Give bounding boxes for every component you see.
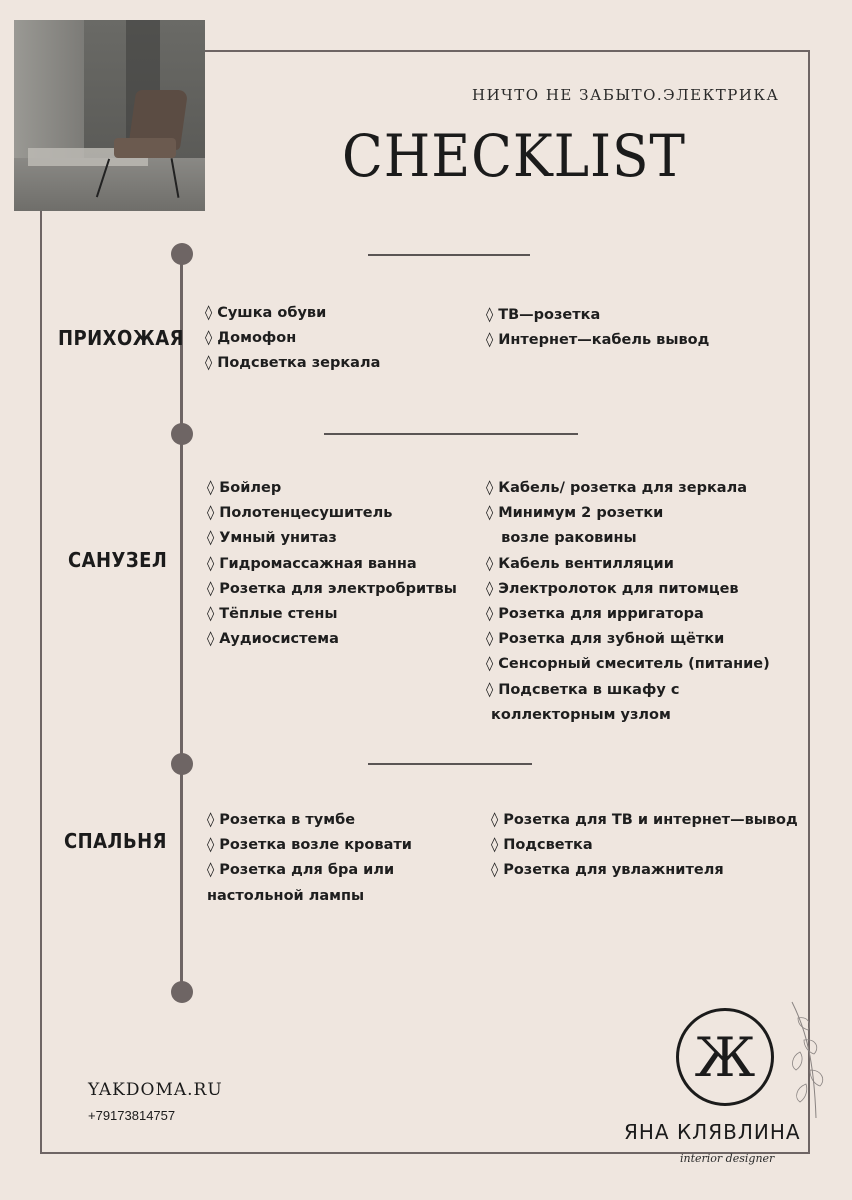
page-frame <box>40 50 810 1154</box>
list-item: ◊ Сенсорный смеситель (питание) <box>486 656 770 673</box>
page-subtitle: НИЧТО НЕ ЗАБЫТО.ЭЛЕКТРИКА <box>472 86 780 104</box>
list-item: настольной лампы <box>207 887 365 904</box>
timeline-dot <box>171 981 193 1003</box>
list-item: ◊ Розетка для электробритвы <box>207 580 457 597</box>
timeline-line <box>180 254 183 994</box>
room-title-bathroom: САНУЗЕЛ <box>68 548 168 572</box>
list-item: ◊ Сушка обуви <box>205 305 327 321</box>
room-title-hallway: ПРИХОЖАЯ <box>58 326 184 350</box>
list-item: коллекторным узлом <box>486 706 671 723</box>
list-item: ◊ Розетка для ТВ и интернет—вывод <box>491 812 798 828</box>
list-item: ◊ Розетка возле кровати <box>207 837 412 854</box>
leaf-branch-icon <box>791 1001 824 1119</box>
section-divider <box>368 763 532 765</box>
timeline-dot <box>171 243 193 265</box>
list-item: ◊ Розетка для ирригатора <box>486 606 704 623</box>
bathroom-list-left: ◊ Бойлер ◊ Полотенцесушитель ◊ Умный уни… <box>207 476 457 652</box>
website-link[interactable]: YAKDOMA.RU <box>88 1080 223 1100</box>
list-item: ◊ Аудиосистема <box>207 631 339 648</box>
list-item: возле раковины <box>486 530 637 547</box>
list-item: ◊ Кабель вентилляции <box>486 555 674 572</box>
brand-logo: Ж <box>676 1008 774 1106</box>
list-item: ◊ Электролоток для питомцев <box>486 580 739 597</box>
list-item: ◊ Тёплые стены <box>207 606 338 623</box>
list-item: ◊ Подсветка зеркала <box>205 355 381 372</box>
list-item: ◊ Подсветка в шкафу с <box>486 681 680 698</box>
hallway-list-right: ◊ ТВ—розетка ◊ Интернет—кабель вывод <box>486 303 709 353</box>
brand-role: interior designer <box>680 1152 775 1165</box>
section-divider <box>324 433 578 435</box>
list-item: ◊ Подсветка <box>491 837 593 854</box>
list-item: ◊ Полотенцесушитель <box>207 505 393 522</box>
list-item: ◊ Розетка для бра или <box>207 862 395 879</box>
bathroom-list-right: ◊ Кабель/ розетка для зеркала ◊ Минимум … <box>486 476 770 728</box>
bedroom-list-left: ◊ Розетка в тумбе ◊ Розетка возле кроват… <box>207 808 412 909</box>
list-item: ◊ Розетка для зубной щётки <box>486 631 725 648</box>
list-item: ◊ Домофон <box>205 330 297 347</box>
interior-photo <box>14 20 205 211</box>
section-divider <box>368 254 530 256</box>
list-item: ◊ Розетка для увлажнителя <box>491 862 724 879</box>
phone-number[interactable]: +79173814757 <box>88 1108 176 1123</box>
room-title-bedroom: СПАЛЬНЯ <box>64 829 167 853</box>
page-title: CHECKLIST <box>342 122 686 190</box>
list-item: ◊ Умный унитаз <box>207 530 337 547</box>
list-item: ◊ Интернет—кабель вывод <box>486 332 710 349</box>
timeline-dot <box>171 753 193 775</box>
list-item: ◊ Минимум 2 розетки <box>486 505 664 522</box>
hallway-list-left: ◊ Сушка обуви ◊ Домофон ◊ Подсветка зерк… <box>205 301 380 377</box>
bedroom-list-right: ◊ Розетка для ТВ и интернет—вывод ◊ Подс… <box>491 808 798 884</box>
list-item: ◊ Бойлер <box>207 480 282 496</box>
brand-name: ЯНА КЛЯВЛИНА <box>624 1120 801 1144</box>
timeline-dot <box>171 423 193 445</box>
list-item: ◊ Розетка в тумбе <box>207 812 356 828</box>
list-item: ◊ Гидромассажная ванна <box>207 555 417 572</box>
list-item: ◊ Кабель/ розетка для зеркала <box>486 480 747 496</box>
list-item: ◊ ТВ—розетка <box>486 307 601 323</box>
